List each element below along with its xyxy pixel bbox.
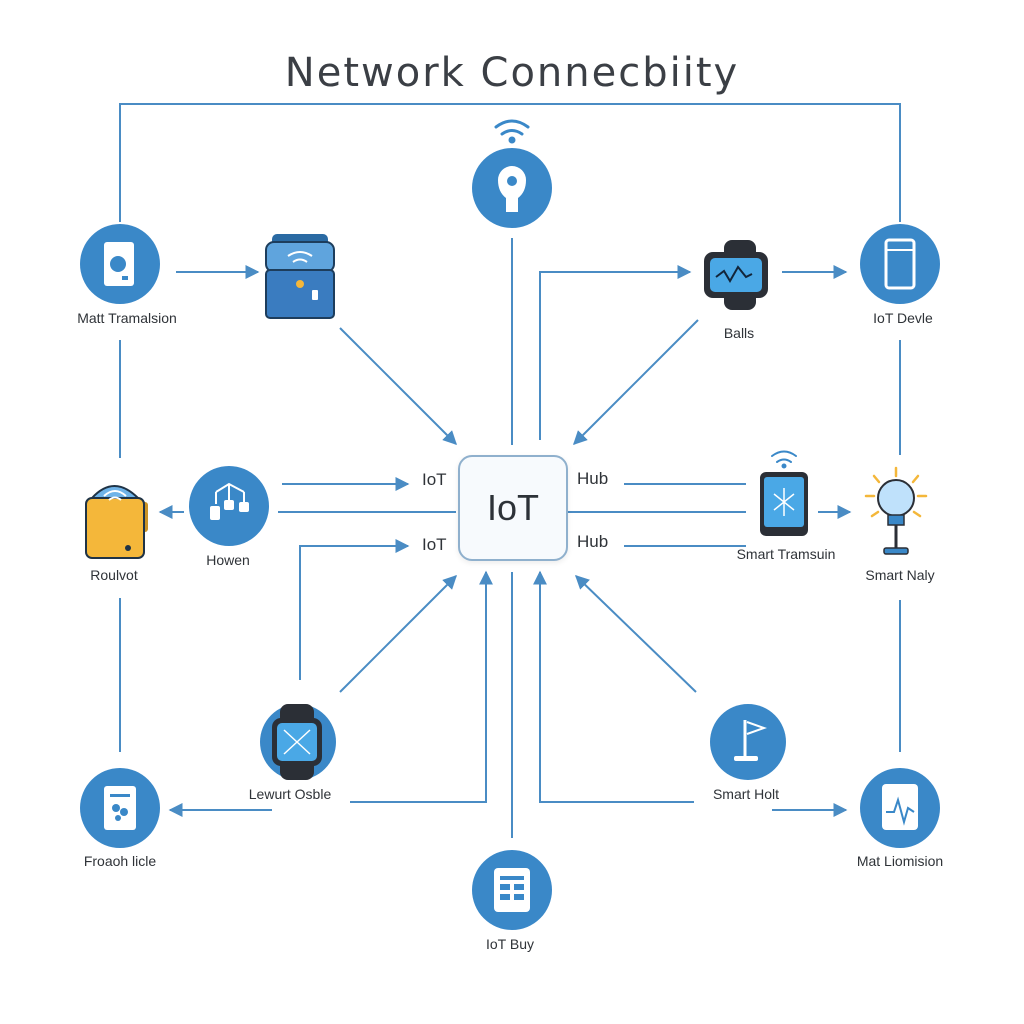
- smart-transmission-node[interactable]: [760, 450, 808, 537]
- hub-label-right-bottom: Hub: [577, 532, 609, 551]
- label-balls: Balls: [723, 325, 755, 341]
- label-smart-transmission: Smart Tramsuin: [736, 546, 836, 562]
- matt-transmission-node[interactable]: [80, 224, 160, 304]
- tablet-icon: [860, 224, 940, 304]
- wifi-icon: [494, 119, 530, 144]
- label-iot-device: IoT Devle: [873, 310, 933, 326]
- label-matt-transmission: Matt Tramalsion: [77, 310, 177, 326]
- signal-pole-icon: [710, 704, 786, 780]
- label-froaoh-licle: Froaoh licle: [83, 853, 157, 869]
- wifi-router-icon: [85, 485, 148, 559]
- connector-lines: [119, 103, 901, 838]
- wifi-router-icon: [265, 234, 335, 319]
- smartphone-icon: [760, 472, 808, 536]
- top-bulb-node[interactable]: [472, 119, 552, 228]
- balls-node[interactable]: [704, 240, 768, 310]
- label-roulvot: Roulvot: [90, 567, 138, 583]
- hub-label-left-bottom: IoT: [422, 535, 447, 554]
- iot-hub-box[interactable]: IoT: [458, 455, 568, 561]
- iot-device-node[interactable]: [860, 224, 940, 304]
- arrow-hub-to-balls: [539, 265, 692, 440]
- arrow-router-to-hub: [339, 327, 457, 445]
- smart-bulb-icon: [864, 466, 928, 555]
- label-smart-naly: Smart Naly: [865, 567, 935, 583]
- wifi-icon: [771, 450, 797, 469]
- mat-liomision-node[interactable]: [860, 768, 940, 848]
- arrow-bottom-to-hub-right: [533, 570, 694, 803]
- howen-node[interactable]: [189, 466, 269, 546]
- arrow-left-to-iot-bottom: [299, 539, 410, 680]
- smart-naly-node[interactable]: [864, 466, 928, 555]
- label-smart-holt: Smart Holt: [712, 786, 780, 802]
- label-mat-liomision: Mat Liomision: [856, 853, 944, 869]
- arrow-balls-to-hub: [573, 319, 699, 445]
- arrow-bottom-to-hub-left: [350, 570, 493, 803]
- outer-frame-line: [119, 103, 901, 222]
- froaoh-licle-node[interactable]: [80, 768, 160, 848]
- arrow-holt-to-hub: [574, 575, 697, 693]
- hub-label-left-top: IoT: [422, 470, 447, 489]
- smart-holt-node[interactable]: [710, 704, 786, 780]
- router-node[interactable]: [265, 234, 335, 319]
- hub-label-right-top: Hub: [577, 469, 609, 488]
- lewurt-osble-node[interactable]: [260, 704, 336, 780]
- roulvot-node[interactable]: [85, 485, 148, 559]
- label-iot-buy: IoT Buy: [486, 936, 534, 952]
- label-lewurt-osble: Lewurt Osble: [248, 786, 332, 802]
- diagram-title: Network Connecbiity: [284, 50, 740, 96]
- iot-buy-node[interactable]: [472, 850, 552, 930]
- arrow-watch-to-hub: [339, 575, 457, 693]
- smartwatch-icon: [704, 240, 768, 310]
- label-howen: Howen: [206, 552, 250, 568]
